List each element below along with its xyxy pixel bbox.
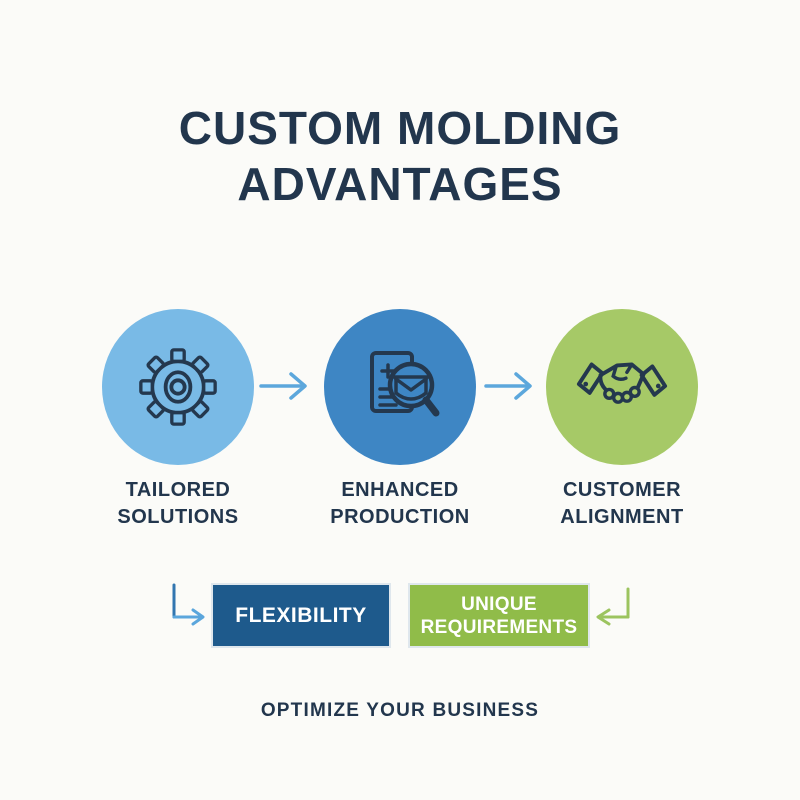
step-label-line: ENHANCED (341, 479, 459, 501)
flow-arrow-1-icon (259, 372, 307, 400)
benefit-box-flexibility: FLEXIBILITY (213, 585, 389, 646)
document-magnifier-icon (370, 351, 440, 417)
gear-icon (139, 348, 217, 426)
entry-arrow-left-icon (172, 583, 205, 626)
page-title-line-1: CUSTOM MOLDING (178, 102, 622, 154)
step-circle-customer-alignment (546, 309, 698, 465)
step-label-tailored-solutions: TAILORED SOLUTIONS (68, 477, 288, 531)
step-label-line: ALIGNMENT (560, 506, 684, 528)
step-label-line: CUSTOMER (562, 479, 682, 501)
page-title: CUSTOM MOLDING ADVANTAGES (100, 100, 700, 212)
step-label-line: SOLUTIONS (117, 506, 239, 528)
step-label-enhanced-production: ENHANCED PRODUCTION (290, 477, 510, 531)
step-label-customer-alignment: CUSTOMER ALIGNMENT (512, 477, 732, 531)
page-title-line-2: ADVANTAGES (237, 158, 563, 210)
entry-arrow-right-icon (596, 587, 630, 626)
footer-tagline: OPTIMIZE YOUR BUSINESS (260, 700, 540, 721)
step-circle-enhanced-production (324, 309, 476, 465)
handshake-icon (576, 362, 668, 404)
flow-arrow-2-icon (484, 372, 532, 400)
benefit-box-label-line: REQUIREMENTS (420, 616, 578, 638)
benefit-box-label: FLEXIBILITY (235, 603, 367, 627)
step-circle-tailored-solutions (102, 309, 254, 465)
step-label-line: TAILORED (125, 479, 231, 501)
step-label-line: PRODUCTION (330, 506, 470, 528)
benefit-box-unique-requirements: UNIQUE REQUIREMENTS (410, 585, 588, 646)
benefit-box-label-line: UNIQUE (461, 593, 537, 615)
